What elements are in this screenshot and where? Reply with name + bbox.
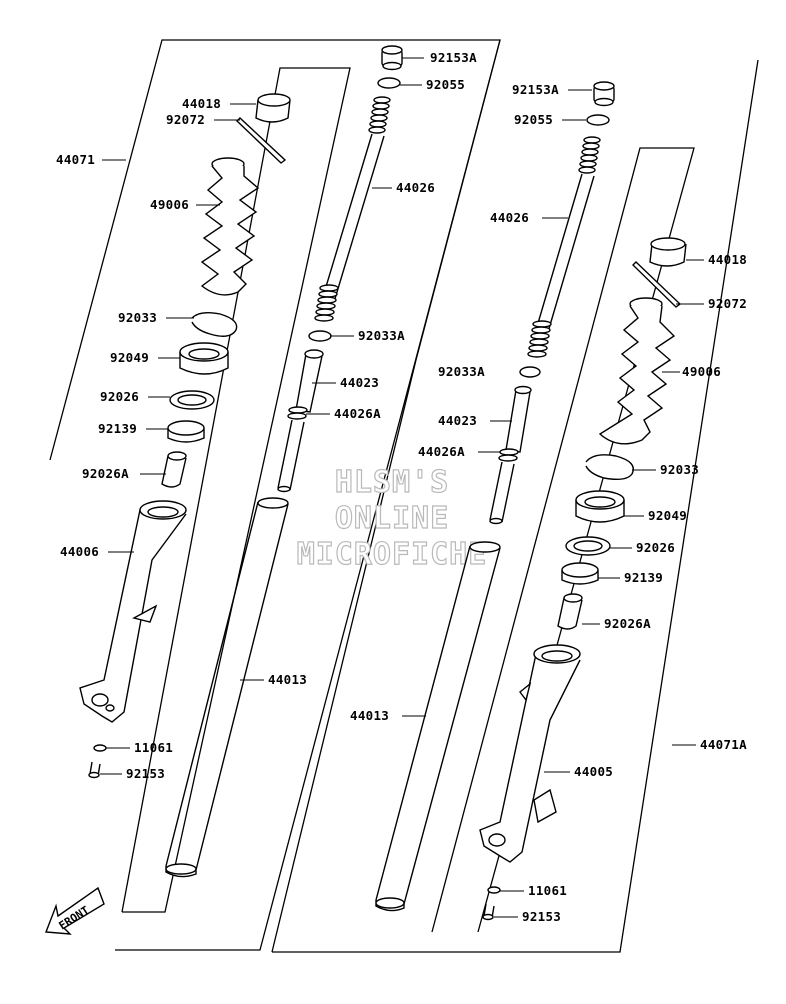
label-92072-right: 92072 [708,296,747,311]
bush-92139-left [167,420,205,443]
cap-bolt-92153A-right [593,81,615,107]
outer-tube-44005 [479,644,581,863]
strap-92072-right [632,261,682,308]
label-92033A-right: 92033A [438,364,485,379]
label-92049-right: 92049 [648,508,687,523]
cap-bolt-92153A-left [381,45,403,71]
o-ring-92055-right [586,114,610,126]
spring-44026A-left [287,406,308,420]
label-92072-left: 92072 [166,112,205,127]
part-labels-right: 92153A 92055 44026 44018 92072 92033A 49… [350,82,747,924]
circlip-92033-left [191,311,238,337]
ring-92033A-right [519,366,541,378]
label-44071: 44071 [56,152,95,167]
front-arrow-icon [45,886,105,935]
left-fork-parts [79,45,403,878]
label-11061-right: 11061 [528,883,567,898]
label-44026-right: 44026 [490,210,529,225]
watermark-line-1: HLSM'S [335,465,449,500]
label-44005: 44005 [574,764,613,779]
rod-lower-left [277,419,305,491]
spring-44026-left [368,96,391,134]
label-44026A-right: 44026A [418,444,465,459]
washer-92026-right [565,536,611,556]
spring-lower-right [527,320,552,358]
label-92153A-left: 92153A [430,50,477,65]
label-92049-left: 92049 [110,350,149,365]
circlip-92033-right [585,454,634,481]
bolt-92153-right [482,903,495,921]
cylinder-44023-right [505,385,532,453]
bush-92026A-left [161,451,187,488]
label-92033A-left: 92033A [358,328,405,343]
label-49006-right: 49006 [682,364,721,379]
label-92139-left: 92139 [98,421,137,436]
damper-rod-44026-right [535,173,595,333]
rod-end-left [277,485,291,493]
collar-44018-right [649,237,687,267]
gasket-11061-left [93,744,107,752]
label-44026-left: 44026 [396,180,435,195]
seal-92049-left [179,342,229,375]
rod-lower-right [489,461,515,523]
label-92153A-right: 92153A [512,82,559,97]
inner-tube-44013-left [165,497,289,878]
label-11061-left: 11061 [134,740,173,755]
label-92026A-left: 92026A [82,466,129,481]
label-44023-left: 44023 [340,375,379,390]
watermark-line-2: ONLINE [335,501,449,536]
o-ring-92055-left [377,77,401,89]
bolt-92153-left [88,761,101,779]
spring-44026A-right [498,448,519,462]
frame-right-outer [272,59,759,953]
label-44006: 44006 [60,544,99,559]
label-92153-left: 92153 [126,766,165,781]
boot-49006-right [598,297,676,445]
spring-44026-right [578,136,601,174]
frame-right-assembly [271,39,501,953]
label-92033-left: 92033 [118,310,157,325]
label-92026-left: 92026 [100,389,139,404]
right-fork-parts [375,81,687,921]
label-44023-right: 44023 [438,413,477,428]
front-arrow: FRONT [45,886,105,935]
boot-49006-left [200,157,260,296]
outer-tube-44006 [79,500,187,723]
seal-92049-right [575,490,625,523]
label-92153-right: 92153 [522,909,561,924]
inner-tube-44013-right [375,541,501,912]
strap-92072-left [235,117,287,164]
label-44013-right: 44013 [350,708,389,723]
damper-rod-44026-left [321,133,385,303]
collar-44018-left [255,93,291,123]
spring-lower-left [314,284,339,322]
watermark: HLSM'S ONLINE MICROFICHE [296,464,488,572]
bush-92026A-right [557,593,583,630]
label-44018-left: 44018 [182,96,221,111]
bush-92139-right [561,562,599,585]
gasket-11061-right [487,886,501,894]
cylinder-44023-left [295,349,324,413]
label-44013-left: 44013 [268,672,307,687]
part-labels-left: 92153A 92055 44018 92072 44071 44026 490… [56,50,477,781]
label-44026A-left: 44026A [334,406,381,421]
label-92026-right: 92026 [636,540,675,555]
label-92026A-right: 92026A [604,616,651,631]
label-49006-left: 49006 [150,197,189,212]
label-92033-right: 92033 [660,462,699,477]
watermark-line-3: MICROFICHE [297,537,488,572]
rod-end-right [489,517,503,525]
label-92055-right: 92055 [514,112,553,127]
label-92055-left: 92055 [426,77,465,92]
label-92139-right: 92139 [624,570,663,585]
leader-lines [100,57,704,918]
label-44071A: 44071A [700,737,747,752]
ring-92033A-left [308,330,332,342]
washer-92026-left [169,390,215,410]
label-44018-right: 44018 [708,252,747,267]
